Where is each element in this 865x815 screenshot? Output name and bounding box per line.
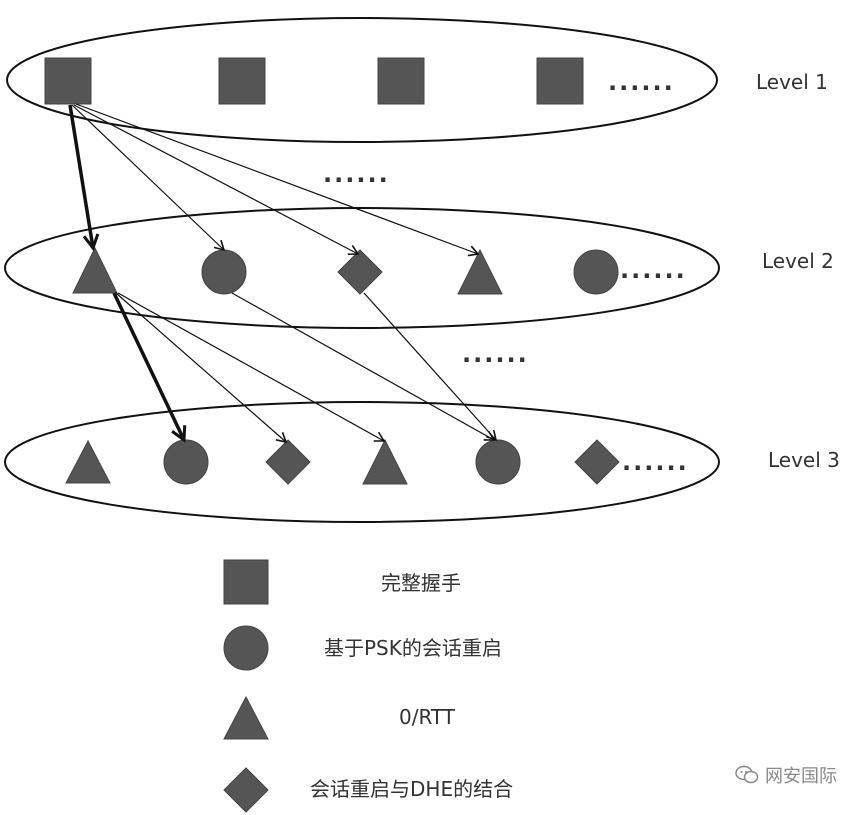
legend-diamond-icon [223,767,269,813]
level-3-triangle-2 [362,438,408,485]
arrow-l2-to-l3-diamond-1 [115,292,288,444]
arrow-l1-to-l2-triangle-1 [68,104,93,248]
level-3-diamond-1 [265,439,311,485]
level-1-square-1 [44,57,92,105]
legend-circle-icon [223,625,269,671]
legend-triangle-icon [223,695,269,740]
legend-square-icon [223,559,269,605]
level-1-square-3 [377,57,425,105]
arrow-l2-to-l3-triangle-2 [117,292,386,442]
level-3-circle-1 [163,439,209,485]
level-1-label: Level 1 [756,70,828,94]
level-3-triangle-1 [65,439,111,484]
legend-label-full-handshake: 完整握手 [381,571,461,595]
arrow-l1-to-l2-triangle-2 [75,103,480,257]
level-2-circle-2 [573,249,619,295]
level-2-ellipsis: ...... [620,256,687,284]
level-3-ellipsis: ...... [622,448,689,476]
arrow-l1-to-l2-circle-1 [71,104,226,252]
arrow-l1-to-l2-diamond-1 [73,104,360,256]
watermark: 网安国际 [735,762,837,788]
level-3-circle-2 [475,439,521,485]
watermark-text: 网安国际 [765,766,837,787]
level-2-triangle-1 [72,246,118,294]
level-2-ellipse [4,207,720,329]
between-level-2-3-ellipsis: ...... [462,340,529,368]
level-3-diamond-2 [574,439,620,485]
arrow-l2-circle-to-l3-circle-2 [231,292,496,441]
between-level-1-2-ellipsis: ...... [323,160,390,188]
level-2-triangle-2 [457,248,503,295]
level-1-square-2 [218,57,266,105]
level-1-ellipse [6,17,718,143]
arrow-l2-diamond-to-l3-circle-2 [363,292,498,442]
level-2-circle-1 [201,249,247,295]
legend-label-psk-resumption: 基于PSK的会话重启 [324,636,502,660]
level-1-square-4 [536,57,584,105]
arrow-l2-to-l3-circle-1 [112,292,184,440]
level-3-ellipse [4,401,720,523]
level-3-label: Level 3 [768,448,840,472]
legend-label-0rtt: 0/RTT [399,705,456,729]
wechat-icon [735,765,759,784]
level-2-diamond-1 [337,249,383,295]
legend-label-resumption-dhe: 会话重启与DHE的结合 [310,777,513,801]
level-1-ellipsis: ...... [608,68,675,96]
level-2-label: Level 2 [762,249,834,273]
